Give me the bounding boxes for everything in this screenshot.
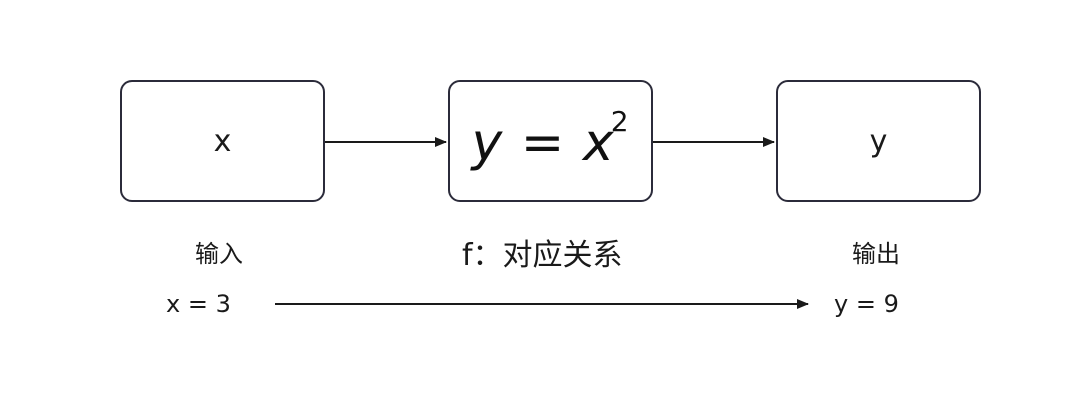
example-output-value: y = 9	[834, 290, 899, 318]
function-formula: y = x2	[471, 105, 629, 173]
formula-equals: =	[520, 113, 566, 173]
formula-lhs: y	[471, 113, 504, 173]
caption-input: 输入	[195, 240, 243, 268]
caption-function: f：对应关系	[462, 238, 623, 273]
output-variable: y	[869, 123, 888, 159]
caption-output: 输出	[852, 240, 900, 268]
output-box: y	[776, 80, 981, 202]
function-box: y = x2	[448, 80, 653, 202]
input-variable: x	[213, 123, 232, 159]
formula-exponent: 2	[610, 105, 630, 138]
formula-base: x	[582, 113, 615, 173]
input-box: x	[120, 80, 325, 202]
example-input-value: x = 3	[166, 290, 231, 318]
